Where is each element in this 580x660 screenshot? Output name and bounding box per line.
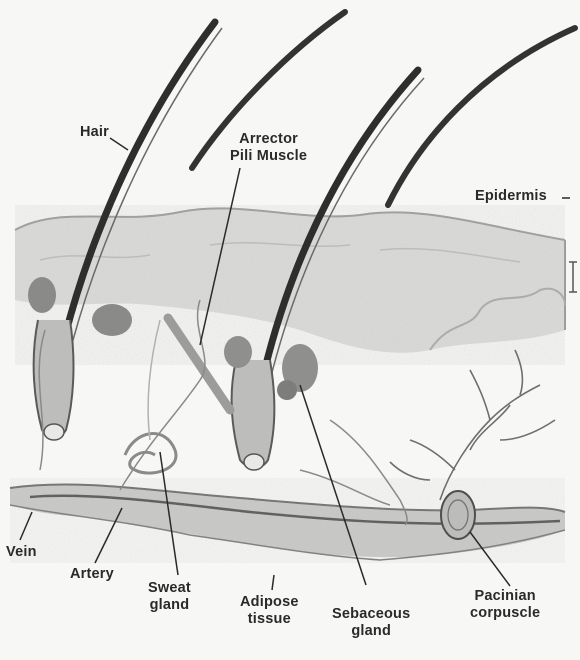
sweat-gland-label-line2: gland (148, 597, 191, 614)
arrector-pili-label-line2: Pili Muscle (230, 148, 307, 165)
sebaceous-gland-label-line1: Sebaceous (332, 606, 410, 623)
pacinian-corpuscle-label-line2: corpuscle (470, 605, 540, 622)
epidermis-bracket (569, 262, 577, 292)
pacinian-corpuscle (441, 491, 475, 539)
adipose-tissue-label-line2: tissue (240, 611, 299, 628)
adipose-band (10, 478, 565, 563)
arrector-pili-label-line1: Arrector (230, 131, 307, 148)
hair-label: Hair (80, 124, 109, 141)
vein-label: Vein (6, 544, 37, 561)
adipose-tissue-label: Adipose tissue (240, 594, 299, 628)
sweat-gland-label-line1: Sweat (148, 580, 191, 597)
adipose-tissue-label-line1: Adipose (240, 594, 299, 611)
sebaceous-gland-label-line2: gland (332, 623, 410, 640)
arrector-pili-label: Arrector Pili Muscle (230, 131, 307, 165)
pacinian-corpuscle-label-line1: Pacinian (470, 588, 540, 605)
epidermis-label: Epidermis (475, 188, 547, 205)
pacinian-corpuscle-label: Pacinian corpuscle (470, 588, 540, 622)
sebaceous-gland-label: Sebaceous gland (332, 606, 410, 640)
nerve-branches (390, 350, 555, 500)
sweat-gland-label: Sweat gland (148, 580, 191, 614)
artery-label: Artery (70, 566, 114, 583)
